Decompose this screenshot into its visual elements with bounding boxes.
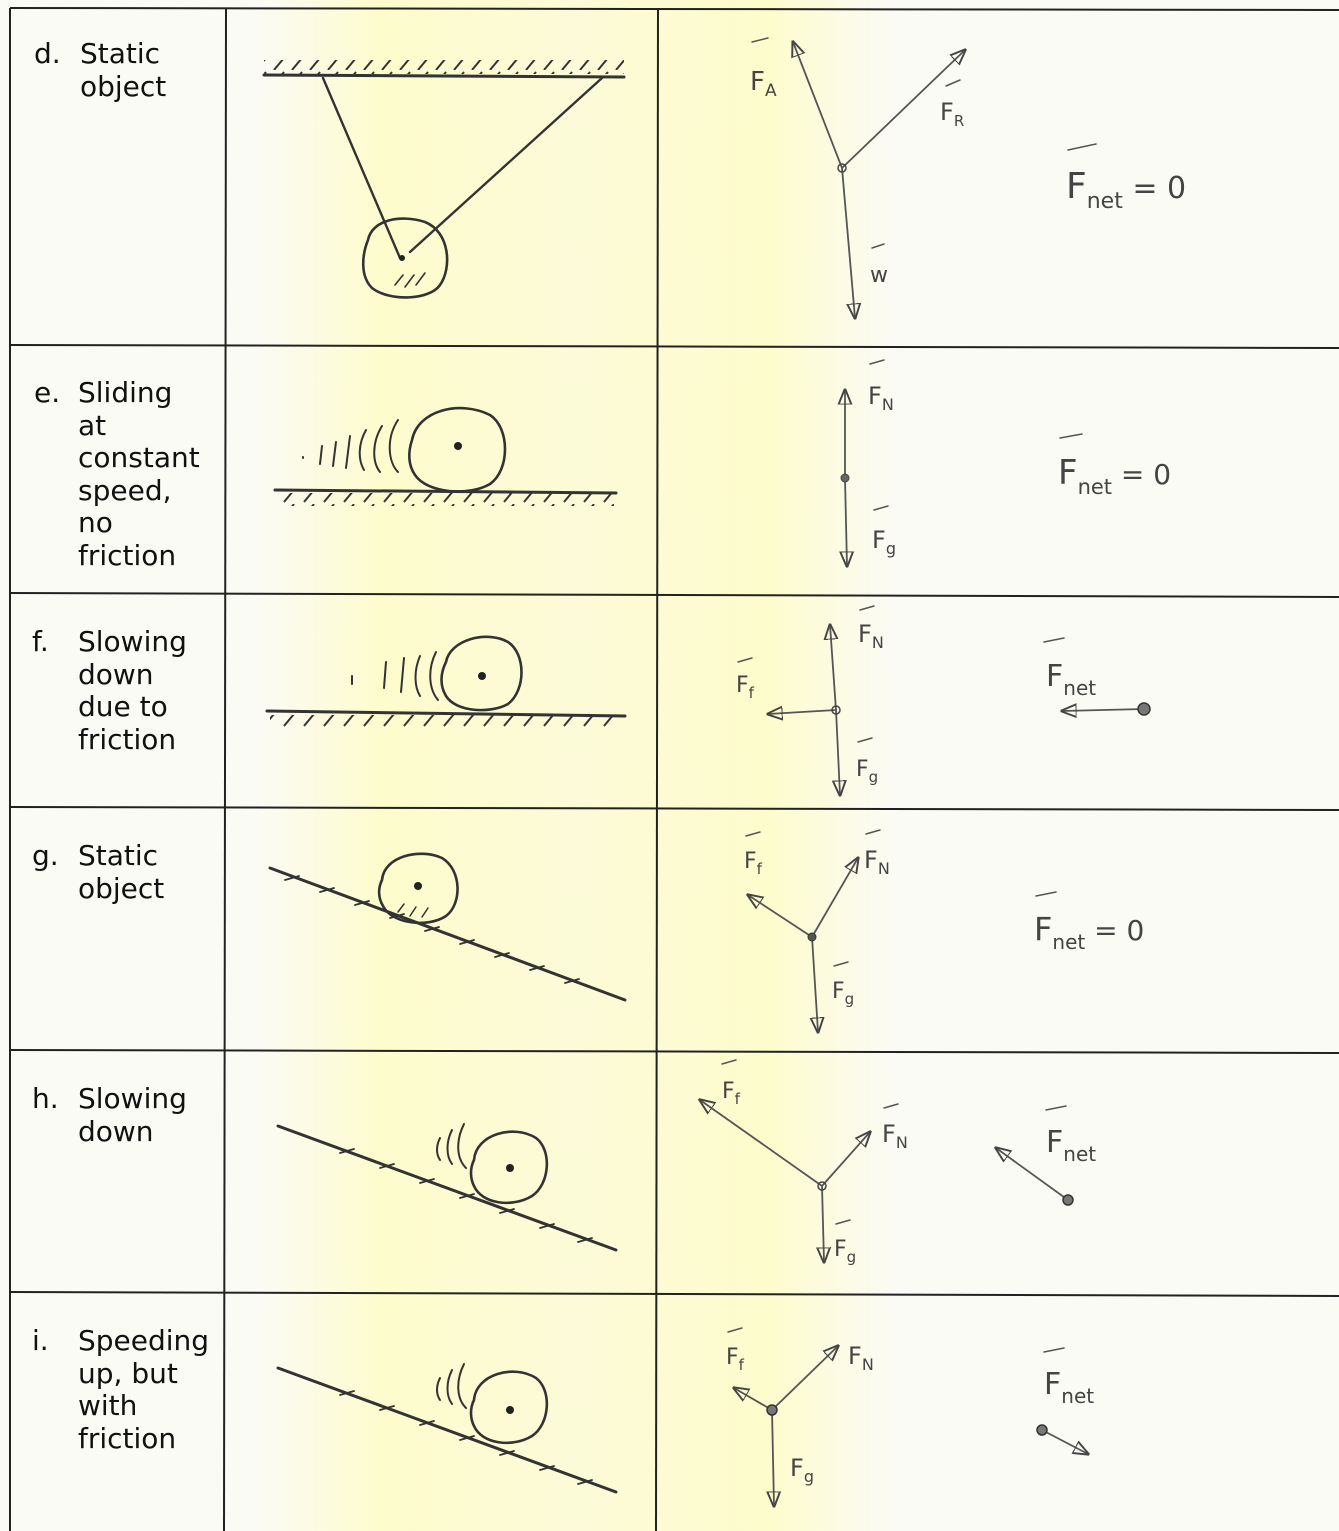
svg-text:Fg: Fg: [856, 757, 878, 786]
sketch-g-ball-incline: [268, 852, 627, 1002]
row-d-letter: d.: [34, 37, 61, 70]
svg-text:Fg: Fg: [790, 1454, 814, 1486]
svg-text:FN: FN: [858, 620, 884, 652]
svg-text:FA: FA: [750, 67, 777, 101]
svg-text:Fnet = 0: Fnet = 0: [1066, 166, 1186, 214]
fbd-h: Ff FN Fg: [700, 1059, 908, 1266]
row-d-text: Static object: [80, 37, 167, 103]
row-f-letter: f.: [32, 625, 49, 658]
svg-text:Fg: Fg: [834, 1237, 856, 1266]
highlighter-mark: [255, 0, 895, 1531]
row-i-text: Speeding up, but with friction: [78, 1324, 210, 1455]
row-e-text: Sliding at constant speed, no friction: [78, 376, 200, 572]
svg-text:Fnet: Fnet: [1046, 1125, 1096, 1166]
svg-text:Ff: Ff: [722, 1079, 741, 1108]
fbd-i: Ff FN Fg: [726, 1327, 874, 1506]
svg-text:w: w: [870, 263, 888, 288]
fbd-f: FN Ff Fg: [736, 605, 884, 795]
net-force-g: Fnet = 0: [1034, 891, 1144, 954]
row-f-text: Slowing down due to friction: [78, 625, 187, 756]
row-e-letter: e.: [34, 376, 61, 409]
row-i-letter: i.: [32, 1324, 49, 1357]
svg-text:Fg: Fg: [872, 526, 896, 558]
fbd-g: Ff FN Fg: [744, 829, 890, 1032]
svg-text:Fnet = 0: Fnet = 0: [1058, 453, 1171, 499]
svg-text:Fnet: Fnet: [1044, 1367, 1094, 1408]
row-h-letter: h.: [32, 1082, 59, 1115]
sketch-h-ball-incline: [276, 1123, 618, 1252]
svg-text:Fnet: Fnet: [1046, 659, 1096, 700]
row-h-text: Slowing down: [78, 1082, 187, 1148]
svg-text:FN: FN: [848, 1342, 874, 1374]
svg-text:FN: FN: [882, 1120, 908, 1152]
row-g-letter: g.: [32, 839, 59, 872]
net-force-e: Fnet = 0: [1058, 433, 1171, 499]
svg-text:FN: FN: [868, 382, 894, 414]
svg-text:Ff: Ff: [726, 1345, 745, 1374]
svg-text:Ff: Ff: [744, 849, 763, 878]
fbd-e: FN Fg: [841, 359, 896, 566]
net-force-h: Fnet: [996, 1105, 1096, 1206]
svg-text:Ff: Ff: [736, 673, 755, 702]
net-force-i: Fnet: [1036, 1347, 1094, 1454]
sketch-e-sliding-ball: [273, 406, 618, 506]
sketch-d-hanging-ball: [262, 60, 626, 299]
fbd-d: FA FR w: [750, 37, 965, 318]
svg-text:FR: FR: [940, 98, 964, 130]
net-force-d: Fnet = 0: [1066, 143, 1186, 214]
table-grid: [9, 7, 1339, 1531]
svg-text:Fg: Fg: [832, 979, 854, 1008]
sketch-i-ball-incline: [276, 1363, 618, 1494]
net-force-f: Fnet: [1043, 637, 1151, 715]
svg-text:FN: FN: [864, 846, 890, 878]
svg-text:Fnet = 0: Fnet = 0: [1034, 910, 1144, 954]
row-g-text: Static object: [78, 839, 165, 905]
sketch-f-slowing-ball: [265, 635, 627, 728]
